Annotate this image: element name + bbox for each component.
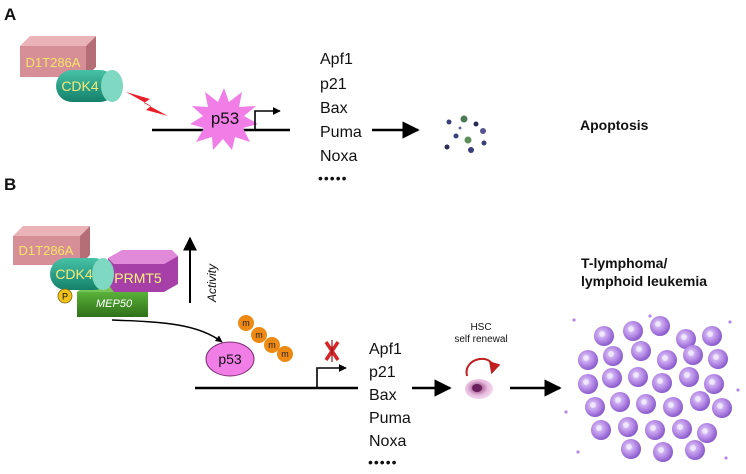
prmt5-label: PRMT5: [114, 270, 162, 286]
outcome-line1: T-lymphoma/: [581, 255, 667, 271]
mep50-label: MEP50: [96, 298, 133, 310]
gene-a-ellipsis: •••••: [318, 170, 348, 186]
tumor-cell-nucleus: [668, 402, 674, 408]
tumor-cell-nucleus: [707, 331, 713, 337]
panel-a-letter: A: [4, 5, 16, 24]
cell-debris-dot: [564, 410, 568, 414]
gene-b-5: Noxa: [369, 433, 406, 450]
target-genes-b: Apf1 p21 Bax Puma Noxa •••••: [368, 341, 411, 470]
gene-a-3: Bax: [320, 100, 348, 117]
methyl-groups: m m m m: [238, 315, 293, 362]
tss-arrow-a: [254, 107, 281, 130]
tumor-cell-nucleus: [657, 378, 663, 384]
cdk4-label-b: CDK4: [55, 266, 93, 282]
p53-oval-b: p53: [205, 341, 255, 377]
tumor-cell-nucleus: [628, 326, 634, 332]
methylation-arrow: [111, 319, 223, 343]
target-genes-a: Apf1 p21 Bax Puma Noxa •••••: [318, 51, 362, 186]
tumor-cell-nucleus: [658, 447, 664, 453]
tumor-cell-nucleus: [688, 350, 694, 356]
methyl-label-2: m: [255, 330, 263, 340]
tumor-cell-nucleus: [702, 428, 708, 434]
tumor-cell-nucleus: [615, 397, 621, 403]
tumor-cell-cluster: [564, 314, 740, 462]
gene-b-2: p21: [369, 364, 396, 381]
tumor-cell-nucleus: [608, 351, 614, 357]
tumor-cell-nucleus: [636, 346, 642, 352]
tumor-cell-nucleus: [650, 425, 656, 431]
tumor-cell-nucleus: [623, 422, 629, 428]
p53-starburst-a: p53: [190, 88, 258, 150]
tumor-cell-nucleus: [677, 424, 683, 430]
panel-b: B D1T286A MEP50 PRMT5 CDK4: [4, 175, 740, 470]
tumor-cell-nucleus: [662, 355, 668, 361]
prmt5-prism: PRMT5: [108, 250, 178, 292]
tumor-cell-nucleus: [655, 321, 661, 327]
cell-debris-dot: [576, 450, 580, 454]
apoptotic-bodies-icon: [444, 115, 487, 153]
hsc-label-line1: HSC: [470, 322, 491, 333]
phospho-circle: P: [57, 288, 73, 304]
tumor-cell-nucleus: [695, 396, 701, 402]
tumor-cell-nucleus: [641, 399, 647, 405]
p53-label-b: p53: [218, 351, 242, 367]
self-renewal-arrow-icon: [465, 357, 501, 377]
cell-debris-dot: [724, 456, 728, 460]
methyl-label-4: m: [281, 349, 289, 359]
hsc-cell-icon: [465, 379, 493, 399]
panel-a: A D1T286A CDK4 p53 Apf1 p21 Ba: [4, 5, 649, 186]
gene-a-4: Puma: [320, 124, 362, 141]
cdk4-a: CDK4: [56, 70, 123, 102]
tumor-cell-nucleus: [681, 334, 687, 340]
tumor-cell-nucleus: [633, 372, 639, 378]
tumor-cell-nucleus: [713, 354, 719, 360]
p53-label-a: p53: [211, 109, 239, 128]
outcome-line2: lymphoid leukemia: [581, 273, 707, 289]
gene-b-4: Puma: [369, 410, 411, 427]
outcome-apoptosis: Apoptosis: [580, 117, 649, 133]
lightning-bolt-icon: [126, 92, 168, 116]
tumor-cell-nucleus: [717, 403, 723, 409]
activity-label: Activity: [205, 263, 219, 303]
tumor-cell-nucleus: [709, 379, 715, 385]
cdk4-b: CDK4: [50, 258, 114, 290]
tumor-cell-nucleus: [583, 379, 589, 385]
tumor-cell-nucleus: [690, 445, 696, 451]
gene-b-3: Bax: [369, 387, 397, 404]
inhibition-x-icon: [324, 340, 340, 362]
tumor-cell-nucleus: [607, 373, 613, 379]
tumor-cell-nucleus: [599, 331, 605, 337]
tumor-cell-nucleus: [626, 444, 632, 450]
panel-b-letter: B: [4, 175, 16, 194]
gene-b-ellipsis: •••••: [368, 454, 398, 470]
tss-arrow-b: [316, 364, 347, 388]
cyclin-d1-label-a: D1T286A: [26, 55, 81, 70]
gene-a-1: Apf1: [320, 51, 353, 68]
cyclin-d1-box-b: D1T286A: [13, 226, 90, 265]
gene-a-5: Noxa: [320, 148, 357, 165]
tumor-cell-nucleus: [590, 402, 596, 408]
methyl-label-3: m: [268, 340, 276, 350]
tumor-cell-nucleus: [684, 372, 690, 378]
gene-a-2: p21: [320, 76, 347, 93]
methyl-label-1: m: [242, 318, 250, 328]
cyclin-d1-label-b: D1T286A: [19, 243, 74, 258]
cell-debris-dot: [572, 318, 576, 322]
cell-debris-dot: [728, 320, 732, 324]
hsc-label-line2: self renewal: [454, 334, 507, 345]
phospho-label: P: [62, 292, 68, 302]
tumor-cell-nucleus: [596, 425, 602, 431]
cell-debris-dot: [736, 388, 740, 392]
tumor-cell-nucleus: [583, 355, 589, 361]
cell-debris-dot: [648, 314, 652, 318]
gene-b-1: Apf1: [369, 341, 402, 358]
cdk4-label-a: CDK4: [61, 78, 99, 94]
